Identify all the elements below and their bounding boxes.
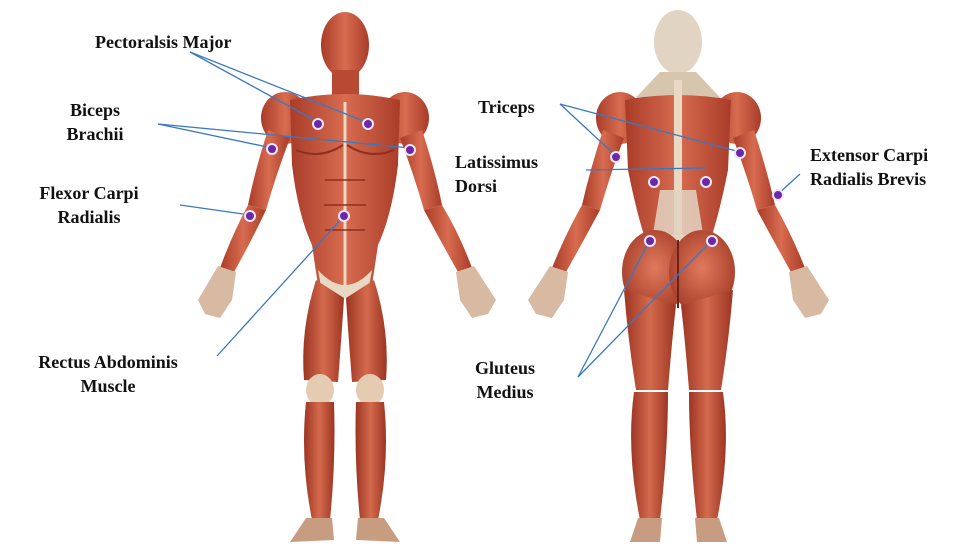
- back-left-foot: [630, 518, 662, 542]
- front-left-knee: [306, 374, 334, 406]
- label-extensor-carpi-radialis-brevis: Extensor Carpi Radialis Brevis: [810, 143, 928, 191]
- label-gluteus-medius: Gluteus Medius: [455, 356, 555, 404]
- marker-gluteus-left: [645, 236, 655, 246]
- label-extensor-line1: Extensor Carpi: [810, 143, 928, 167]
- front-left-upper-arm: [248, 130, 290, 210]
- front-right-upper-arm: [400, 130, 442, 210]
- front-left-forearm: [220, 205, 266, 272]
- front-right-shin: [356, 402, 387, 520]
- front-figure: [198, 12, 496, 542]
- leader-biceps-a: [158, 124, 272, 148]
- marker-gluteus-right: [707, 236, 717, 246]
- back-left-forearm: [552, 205, 600, 272]
- back-left-hand: [528, 266, 568, 318]
- back-left-calf: [631, 392, 668, 520]
- label-rectus-line1: Rectus Abdominis: [8, 350, 208, 374]
- front-left-foot: [290, 518, 334, 542]
- front-right-thigh: [346, 280, 387, 382]
- marker-pectoralis-right: [363, 119, 373, 129]
- label-latissimus-dorsi: Latissimus Dorsi: [455, 150, 538, 198]
- label-latissimus-line1: Latissimus: [455, 150, 538, 174]
- front-right-forearm: [424, 205, 472, 272]
- leader-flexor: [180, 205, 250, 215]
- marker-triceps-left: [611, 152, 621, 162]
- marker-extensor: [773, 190, 783, 200]
- back-right-upper-arm: [733, 130, 775, 210]
- back-head: [654, 10, 702, 74]
- marker-biceps-left: [267, 144, 277, 154]
- marker-latissimus-right: [701, 177, 711, 187]
- label-gluteus-line2: Medius: [455, 380, 555, 404]
- marker-rectus: [339, 211, 349, 221]
- label-pectoralis-major: Pectoralsis Major: [95, 30, 231, 54]
- back-right-thigh: [681, 290, 733, 390]
- label-rectus-abdominis: Rectus Abdominis Muscle: [8, 350, 208, 398]
- back-right-hand: [789, 266, 829, 318]
- front-left-shin: [304, 402, 335, 520]
- marker-biceps-right: [405, 145, 415, 155]
- label-triceps-text: Triceps: [478, 95, 535, 119]
- label-rectus-line2: Muscle: [8, 374, 208, 398]
- front-right-foot: [356, 518, 400, 542]
- back-left-thigh: [624, 290, 676, 390]
- label-biceps-brachii: Biceps Brachii: [50, 98, 140, 146]
- label-triceps: Triceps: [478, 95, 535, 119]
- front-neck: [332, 70, 359, 98]
- label-biceps-line1: Biceps: [50, 98, 140, 122]
- back-right-forearm: [757, 205, 805, 272]
- front-left-hand: [198, 266, 236, 318]
- back-right-foot: [695, 518, 727, 542]
- label-biceps-line2: Brachii: [50, 122, 140, 146]
- front-left-thigh: [303, 280, 344, 382]
- marker-latissimus-left: [649, 177, 659, 187]
- leader-pectoralis-a: [190, 52, 318, 122]
- back-figure: [528, 10, 829, 542]
- label-flexor-line1: Flexor Carpi: [14, 181, 164, 205]
- back-right-calf: [689, 392, 726, 520]
- front-right-knee: [356, 374, 384, 406]
- label-flexor-line2: Radialis: [14, 205, 164, 229]
- label-latissimus-line2: Dorsi: [455, 174, 538, 198]
- label-flexor-carpi-radialis: Flexor Carpi Radialis: [14, 181, 164, 229]
- label-extensor-line2: Radialis Brevis: [810, 167, 928, 191]
- label-gluteus-line1: Gluteus: [455, 356, 555, 380]
- marker-pectoralis-left: [313, 119, 323, 129]
- marker-flexor: [245, 211, 255, 221]
- marker-triceps-right: [735, 148, 745, 158]
- front-head: [321, 12, 369, 78]
- label-pectoralis-major-text: Pectoralsis Major: [95, 30, 231, 54]
- front-right-hand: [456, 266, 496, 318]
